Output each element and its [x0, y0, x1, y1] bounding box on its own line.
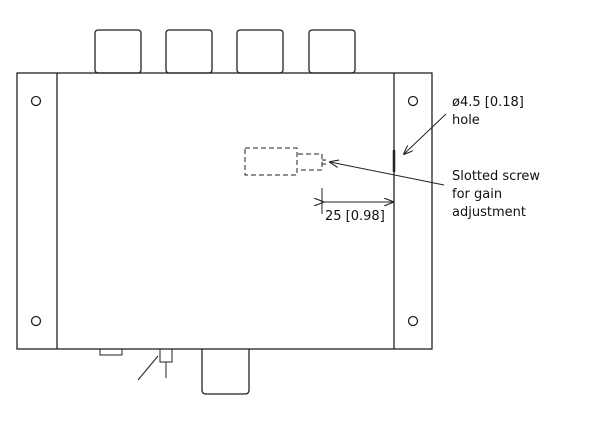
mounting-hole-bottom-right	[407, 315, 419, 327]
mounting-hole-top-left	[30, 95, 42, 107]
hole-callout-line1: ø4.5 [0.18]	[452, 95, 524, 110]
top-connector-3	[236, 29, 284, 74]
bottom-fitting-post	[159, 349, 173, 378]
screw-callout-line2: for gain	[452, 187, 502, 202]
hidden-trimmer-body	[244, 147, 298, 176]
mounting-hole-bottom-left	[30, 315, 42, 327]
dimension-label: 25 [0.98]	[325, 209, 385, 224]
top-connector-1	[94, 29, 142, 74]
screw-callout-line1: Slotted screw	[452, 169, 540, 184]
mounting-hole-top-right	[407, 95, 419, 107]
hidden-screw-head	[298, 153, 323, 171]
top-connector-2	[165, 29, 213, 74]
bottom-leader-line	[137, 355, 159, 381]
hole-leader-line	[404, 113, 447, 154]
screw-callout-line3: adjustment	[452, 205, 526, 220]
hole-callout-line2: hole	[452, 113, 480, 128]
bottom-connector	[201, 349, 250, 395]
enclosure-body	[16, 72, 433, 350]
bottom-fitting-small	[99, 348, 123, 356]
top-connector-4	[308, 29, 356, 74]
screw-leader-line	[330, 162, 445, 186]
